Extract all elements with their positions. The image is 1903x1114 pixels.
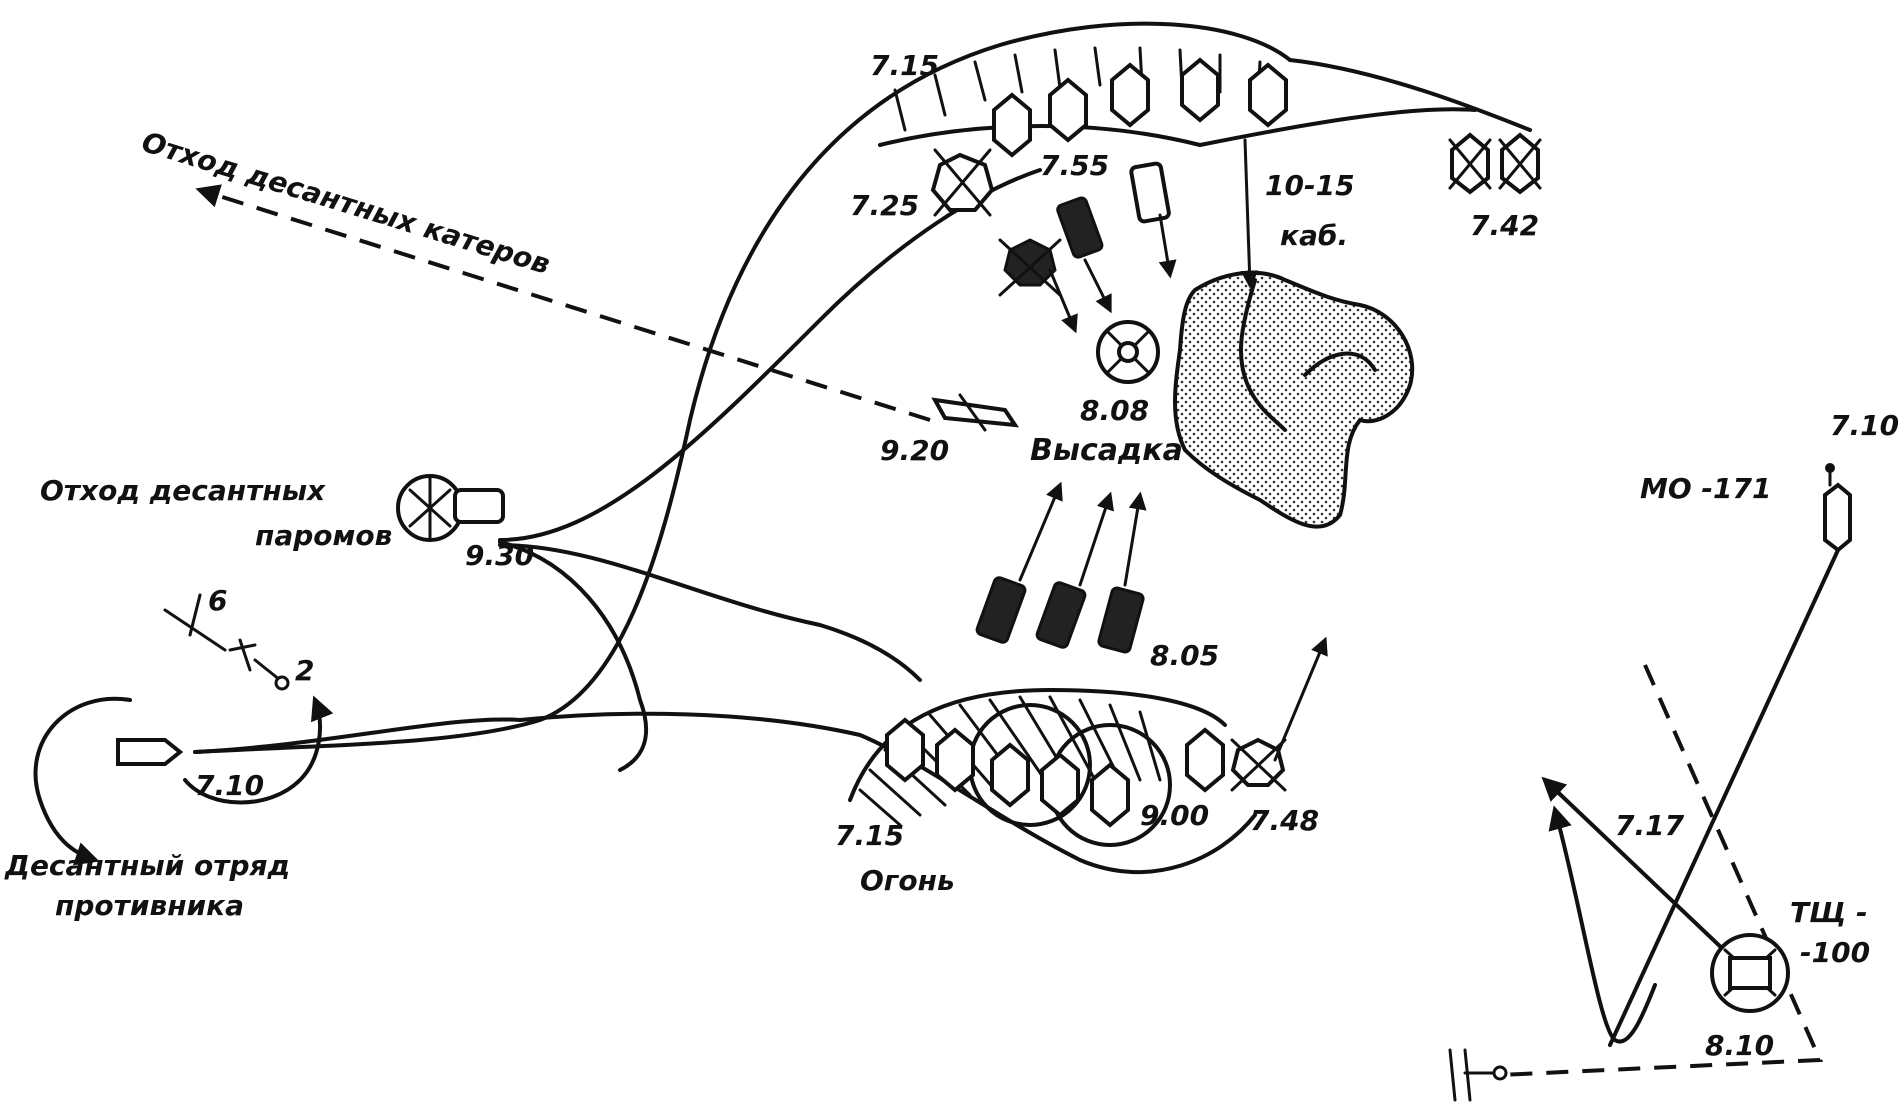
label-mo-171: МО -171 [1640, 472, 1771, 505]
label-landing: Высадка [1030, 433, 1183, 468]
ship-hex-icon [1050, 80, 1086, 140]
label-8-05: 8.05 [1150, 639, 1219, 672]
ship-hex-icon [994, 95, 1030, 155]
label-fire: Огонь [860, 864, 955, 897]
boat-9-20-icon [935, 395, 1015, 430]
label-9-30: 9.30 [465, 539, 534, 572]
ship-hex-icon [1187, 730, 1223, 790]
label-9-20: 9.20 [880, 434, 949, 467]
tsh-100-zigzag [1555, 810, 1655, 1042]
gunboat-7-48-icon [1232, 740, 1285, 790]
label-boats-retreat: Отход десантных катеров [138, 125, 554, 281]
mo-171-ship-icon [1825, 463, 1850, 550]
island [1175, 273, 1412, 527]
label-8-10: 8.10 [1705, 1029, 1774, 1062]
enemy-origin-icon [36, 699, 320, 860]
label-7-15-top: 7.15 [870, 49, 939, 82]
ship-hex-icon [1092, 765, 1128, 825]
ship-hex-icon [1182, 60, 1218, 120]
route-ferries-upper [500, 170, 1040, 540]
label-7-42: 7.42 [1470, 209, 1539, 242]
label-distance-unit: каб. [1280, 219, 1348, 252]
ship-hex-icon [992, 745, 1028, 805]
hex-ships-top [994, 60, 1286, 155]
label-8-08: 8.08 [1080, 394, 1149, 427]
label-9-00: 9.00 [1140, 799, 1209, 832]
route-ferries-cross [500, 542, 646, 770]
gunboat-landing-icon [1000, 240, 1060, 295]
label-ferries-retreat-1: Отход десантных [40, 474, 326, 507]
label-2: 2 [295, 654, 314, 687]
tsh-100-dashed [1500, 665, 1820, 1075]
ship-hex-icon [937, 730, 973, 790]
landing-craft-bottom [976, 576, 1145, 653]
top-arc-right [1200, 109, 1475, 145]
gunboat-7-42-icon [1450, 135, 1540, 192]
label-distance: 10-15 [1265, 169, 1355, 202]
top-arc-inner [880, 126, 1200, 145]
label-6: 6 [208, 584, 227, 617]
landing-command-icon [1098, 322, 1158, 382]
label-7-48: 7.48 [1250, 804, 1319, 837]
label-7-55: 7.55 [1040, 149, 1109, 182]
label-7-17: 7.17 [1615, 809, 1685, 842]
ferries-origin-icon [398, 476, 503, 540]
label-7-10-right: 7.10 [1830, 409, 1899, 442]
ship-hex-icon [1112, 65, 1148, 125]
gunboat-7-25-icon [933, 150, 992, 215]
mine-symbol-right [1450, 1050, 1506, 1100]
ship-hex-icon [887, 720, 923, 780]
label-enemy-1: Десантный отряд [4, 849, 290, 882]
boats-retreat-line [200, 190, 930, 420]
label-ferries-retreat-2: паромов [255, 519, 392, 552]
ship-hex-icon [1250, 65, 1286, 125]
label-enemy-2: противника [55, 889, 244, 922]
label-7-15-bottom: 7.15 [835, 819, 904, 852]
label-7-25: 7.25 [850, 189, 919, 222]
label-tsh-1: ТЩ - [1790, 896, 1868, 929]
top-arc-right2 [1290, 60, 1530, 130]
tsh-100-ship-icon [1712, 935, 1788, 1011]
label-7-10-left: 7.10 [195, 769, 264, 802]
ship-hex-icon [1042, 755, 1078, 815]
label-tsh-2: -100 [1800, 936, 1870, 969]
route-ferries-lower [500, 545, 920, 680]
